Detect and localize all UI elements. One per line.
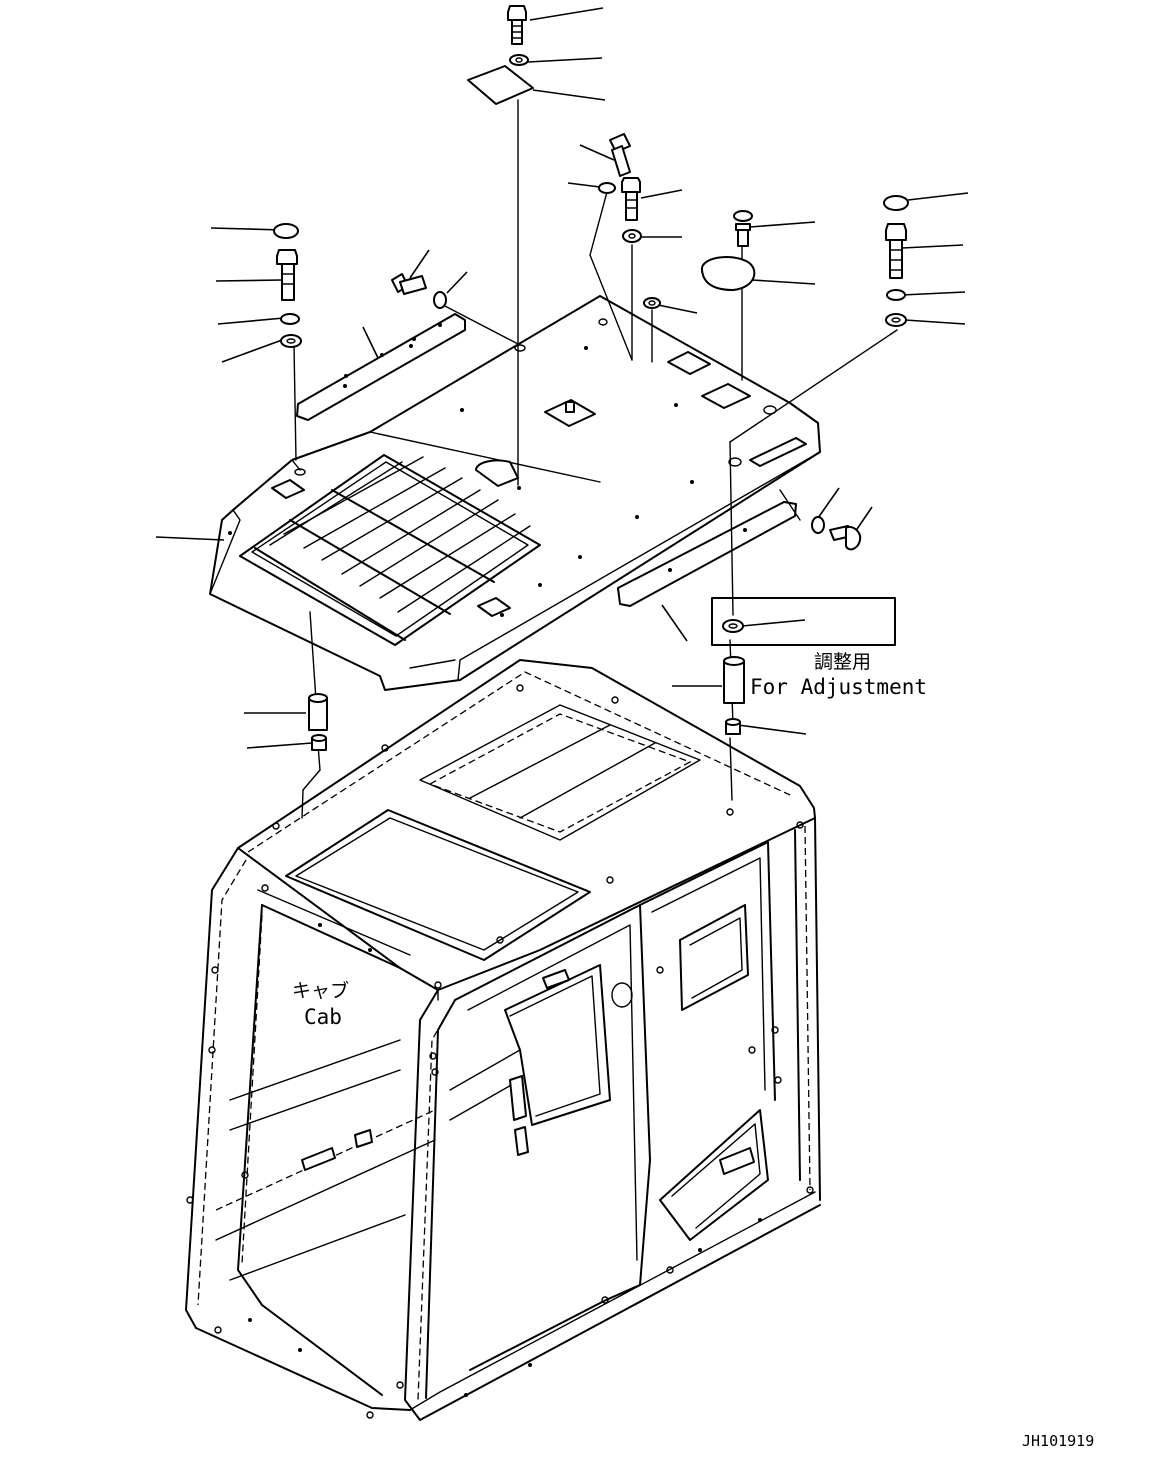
washer bbox=[885, 313, 907, 327]
mid-flange-bolt bbox=[391, 273, 427, 295]
top-bolt bbox=[507, 5, 527, 45]
leader-lines bbox=[155, 7, 969, 749]
drawing-id: JH101919 bbox=[1022, 1432, 1094, 1450]
side-bolt bbox=[829, 525, 862, 551]
top-washer bbox=[509, 54, 529, 66]
washer bbox=[433, 291, 447, 309]
washer bbox=[886, 289, 906, 301]
cab-frame bbox=[185, 659, 821, 1421]
right-cap bbox=[883, 195, 909, 211]
nut-right bbox=[725, 718, 741, 735]
adjustment-label-en: For Adjustment bbox=[750, 675, 927, 699]
washer bbox=[280, 334, 302, 348]
flange-bolt bbox=[733, 210, 753, 247]
roof-cover bbox=[209, 295, 821, 691]
cab-label-en: Cab bbox=[304, 1005, 342, 1029]
right-bolt bbox=[885, 223, 907, 279]
angled-bolt bbox=[609, 133, 631, 177]
washer bbox=[622, 229, 642, 243]
adjustment-shim bbox=[722, 619, 744, 633]
trim-strip-left bbox=[296, 313, 466, 421]
washer bbox=[598, 182, 616, 194]
spacer-right bbox=[723, 656, 745, 704]
bolt bbox=[621, 177, 641, 221]
left-bolt bbox=[276, 249, 298, 301]
cover-plate bbox=[467, 65, 534, 105]
trim-strip-right bbox=[617, 501, 797, 607]
oval-cover bbox=[701, 255, 756, 291]
left-cap bbox=[273, 223, 299, 239]
washer bbox=[811, 516, 825, 534]
nut-left bbox=[311, 734, 327, 751]
washer bbox=[280, 313, 300, 325]
spacer-left bbox=[308, 693, 328, 731]
adjustment-box bbox=[711, 597, 896, 646]
washer bbox=[643, 297, 661, 309]
cab-label-jp: キャブ bbox=[292, 979, 349, 1002]
adjustment-label-jp: 調整用 bbox=[814, 651, 871, 673]
